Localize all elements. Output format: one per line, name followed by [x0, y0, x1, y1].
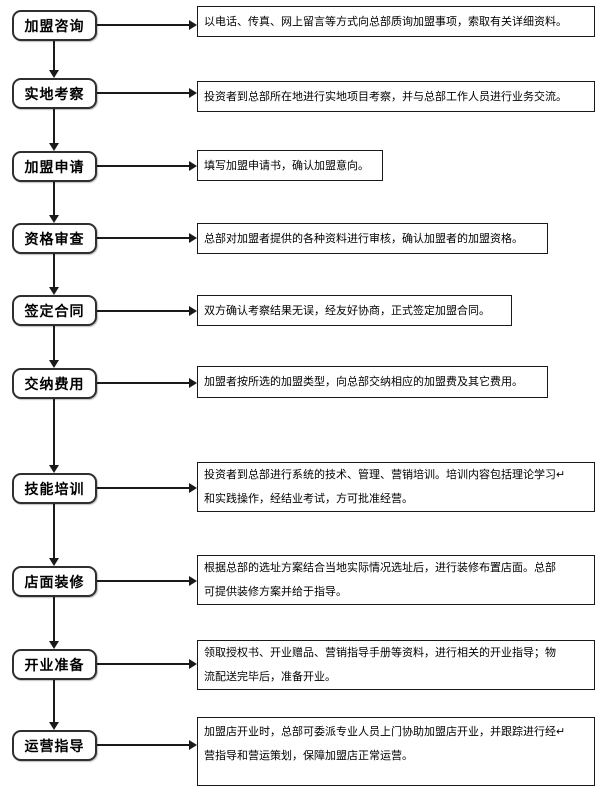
- description-text: 总部对加盟者提供的各种资料进行审核，确认加盟者的加盟资格。: [204, 232, 523, 245]
- right-arrow-icon: [97, 161, 197, 171]
- step-label: 技能培训: [24, 480, 85, 497]
- description-text: 投资者到总部进行系统的技术、管理、营销培训。培训内容包括理论学习↵ 和实践操作，…: [204, 469, 566, 505]
- right-arrow-icon: [97, 659, 197, 669]
- down-arrow-icon: [49, 109, 59, 151]
- step-label: 店面装修: [24, 573, 85, 590]
- description-text: 双方确认考察结果无误，经友好协商，正式签定加盟合同。: [204, 304, 490, 317]
- step-franchise-inquiry: 加盟咨询: [12, 10, 97, 41]
- desc-application: 填写加盟申请书，确认加盟意向。: [197, 150, 383, 181]
- step-skills-training: 技能培训: [12, 473, 97, 504]
- desc-contract-signing: 双方确认考察结果无误，经友好协商，正式签定加盟合同。: [197, 295, 512, 326]
- description-text: 加盟者按所选的加盟类型，向总部交纳相应的加盟费及其它费用。: [204, 376, 523, 388]
- desc-franchise-inquiry: 以电话、传真、网上留言等方式向总部质询加盟事项，索取有关详细资料。: [197, 6, 595, 37]
- down-arrow-icon: [49, 597, 59, 649]
- description-text: 领取授权书、开业赠品、营销指导手册等资料，进行相关的开业指导；物 流配送完毕后，…: [204, 647, 556, 683]
- step-label: 交纳费用: [24, 375, 85, 392]
- step-site-visit: 实地考察: [12, 78, 97, 109]
- step-label: 加盟申请: [24, 158, 85, 175]
- step-qualification-review: 资格审查: [12, 223, 97, 254]
- step-application: 加盟申请: [12, 151, 97, 182]
- down-arrow-icon: [49, 254, 59, 295]
- step-store-decoration: 店面装修: [12, 566, 97, 597]
- step-contract-signing: 签定合同: [12, 295, 97, 326]
- right-arrow-icon: [97, 483, 197, 493]
- step-fee-payment: 交纳费用: [12, 368, 97, 399]
- step-label: 签定合同: [24, 302, 85, 319]
- description-text: 根据总部的选址方案结合当地实际情况选址后，进行装修布置店面。总部 可提供装修方案…: [204, 562, 556, 598]
- description-text: 加盟店开业时，总部可委派专业人员上门协助加盟店开业，并跟踪进行经↵ 营指导和营运…: [204, 726, 566, 762]
- right-arrow-icon: [97, 233, 197, 243]
- step-opening-preparation: 开业准备: [12, 649, 97, 680]
- description-text: 填写加盟申请书，确认加盟意向。: [204, 159, 369, 172]
- desc-qualification-review: 总部对加盟者提供的各种资料进行审核，确认加盟者的加盟资格。: [197, 223, 548, 254]
- right-arrow-icon: [97, 576, 197, 586]
- desc-fee-payment: 加盟者按所选的加盟类型，向总部交纳相应的加盟费及其它费用。: [197, 366, 548, 398]
- description-text: 以电话、传真、网上留言等方式向总部质询加盟事项，索取有关详细资料。: [204, 15, 567, 28]
- desc-opening-preparation: 领取授权书、开业赠品、营销指导手册等资料，进行相关的开业指导；物 流配送完毕后，…: [197, 640, 595, 690]
- step-label: 运营指导: [24, 737, 85, 754]
- right-arrow-icon: [97, 20, 197, 30]
- step-operation-guidance: 运营指导: [12, 730, 97, 761]
- right-arrow-icon: [97, 306, 197, 316]
- down-arrow-icon: [49, 680, 59, 730]
- step-label: 加盟咨询: [24, 17, 85, 34]
- down-arrow-icon: [49, 504, 59, 566]
- down-arrow-icon: [49, 399, 59, 473]
- desc-site-visit: 投资者到总部所在地进行实地项目考察，并与总部工作人员进行业务交流。: [197, 81, 595, 112]
- down-arrow-icon: [49, 41, 59, 78]
- step-label: 资格审查: [24, 230, 85, 247]
- desc-skills-training: 投资者到总部进行系统的技术、管理、营销培训。培训内容包括理论学习↵ 和实践操作，…: [197, 462, 595, 512]
- down-arrow-icon: [49, 182, 59, 223]
- step-label: 开业准备: [24, 656, 85, 673]
- desc-store-decoration: 根据总部的选址方案结合当地实际情况选址后，进行装修布置店面。总部 可提供装修方案…: [197, 555, 595, 605]
- right-arrow-icon: [97, 88, 197, 98]
- description-text: 投资者到总部所在地进行实地项目考察，并与总部工作人员进行业务交流。: [204, 90, 567, 103]
- right-arrow-icon: [97, 378, 197, 388]
- right-arrow-icon: [97, 740, 197, 750]
- step-label: 实地考察: [24, 85, 85, 102]
- down-arrow-icon: [49, 326, 59, 368]
- desc-operation-guidance: 加盟店开业时，总部可委派专业人员上门协助加盟店开业，并跟踪进行经↵ 营指导和营运…: [197, 717, 595, 786]
